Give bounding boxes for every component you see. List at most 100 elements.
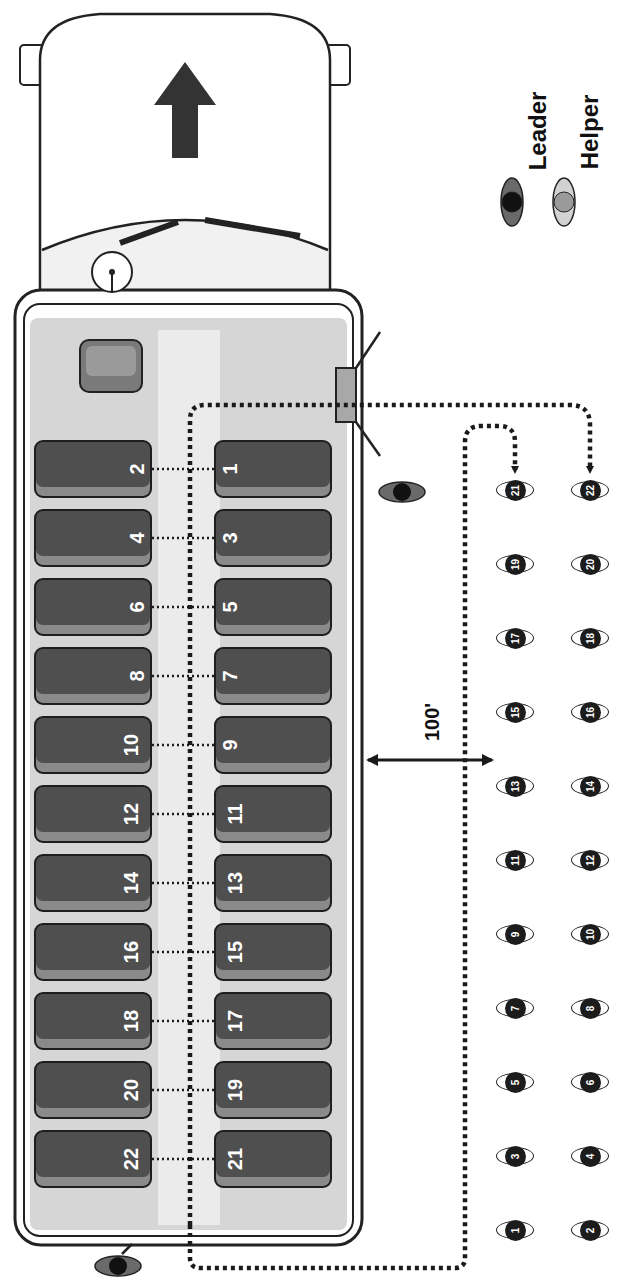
bus-seat: 4	[34, 509, 152, 567]
seat-number: 6	[126, 601, 146, 612]
seat-row-link	[152, 813, 214, 816]
seat-number: 10	[121, 734, 141, 756]
bus-seat: 20	[34, 1061, 152, 1119]
bus-seat: 16	[34, 923, 152, 981]
seat-number: 11	[225, 803, 245, 824]
student-number: 1	[505, 1220, 526, 1241]
student-number: 11	[505, 850, 526, 871]
bus-seat: 14	[34, 854, 152, 912]
student-figure: 8	[571, 999, 609, 1017]
bus-seat: 6	[34, 578, 152, 636]
student-figure: 19	[496, 555, 534, 573]
dimension-arrow	[368, 759, 492, 762]
seat-number: 13	[225, 872, 245, 894]
door-panel	[356, 332, 380, 368]
driver-seat	[86, 346, 136, 376]
student-figure: 10	[571, 925, 609, 943]
student-figure: 16	[571, 703, 609, 721]
student-number: 14	[580, 776, 601, 797]
leader-figure	[393, 483, 411, 501]
bus-seat: 22	[34, 1130, 152, 1188]
seat-row-link	[152, 951, 214, 954]
seat-number: 12	[121, 803, 141, 825]
student-figure: 14	[571, 777, 609, 795]
bus-seat: 3	[214, 509, 332, 567]
walk-path	[190, 426, 515, 1268]
seat-row-link	[152, 675, 214, 678]
seat-row-link	[152, 606, 214, 609]
seat-number: 19	[225, 1079, 245, 1101]
dimension-label: 100'	[421, 701, 444, 743]
seat-number: 14	[121, 872, 141, 894]
bus-seat: 8	[34, 647, 152, 705]
student-figure: 17	[496, 629, 534, 647]
student-number: 15	[505, 702, 526, 723]
student-number: 3	[505, 1146, 526, 1167]
bus-seat: 11	[214, 785, 332, 843]
bus-seat: 5	[214, 578, 332, 636]
student-number: 17	[505, 628, 526, 649]
seat-row-link	[152, 744, 214, 747]
student-number: 7	[505, 998, 526, 1019]
bus-seat: 18	[34, 992, 152, 1050]
seat-number: 7	[220, 670, 240, 681]
student-figure: 9	[496, 925, 534, 943]
direction-arrow	[154, 62, 216, 158]
student-number: 9	[505, 924, 526, 945]
bus-seat: 12	[34, 785, 152, 843]
student-number: 2	[580, 1220, 601, 1241]
wiper	[120, 222, 178, 243]
student-number: 6	[580, 1072, 601, 1093]
walk-path	[190, 405, 590, 1225]
bus-seat: 15	[214, 923, 332, 981]
student-figure: 7	[496, 999, 534, 1017]
student-figure: 21	[496, 481, 534, 499]
seat-number: 20	[121, 1079, 141, 1101]
seat-row-link	[152, 1020, 214, 1023]
seat-number: 17	[225, 1010, 245, 1032]
student-number: 8	[580, 998, 601, 1019]
seat-number: 9	[220, 739, 240, 750]
student-number: 10	[580, 924, 601, 945]
door-panel	[356, 422, 380, 456]
student-figure: 22	[571, 481, 609, 499]
seat-number: 1	[220, 463, 240, 474]
leader-figure	[95, 1256, 141, 1276]
wiper	[205, 220, 300, 236]
bus-seat: 1	[214, 440, 332, 498]
student-figure: 1	[496, 1221, 534, 1239]
seat-number: 5	[220, 601, 240, 612]
student-number: 12	[580, 850, 601, 871]
seat-number: 4	[126, 532, 146, 543]
bus-seat: 2	[34, 440, 152, 498]
seat-number: 18	[121, 1010, 141, 1032]
student-figure: 5	[496, 1073, 534, 1091]
student-figure: 3	[496, 1147, 534, 1165]
student-number: 13	[505, 776, 526, 797]
student-figure: 13	[496, 777, 534, 795]
seat-row-link	[152, 1089, 214, 1092]
bus-hood	[40, 14, 330, 320]
student-figure: 20	[571, 555, 609, 573]
seat-number: 21	[225, 1148, 245, 1170]
bus-seat: 21	[214, 1130, 332, 1188]
bus-seat: 13	[214, 854, 332, 912]
student-number: 18	[580, 628, 601, 649]
student-number: 5	[505, 1072, 526, 1093]
seat-number: 16	[121, 941, 141, 963]
front-door	[336, 368, 356, 422]
seat-row-link	[152, 537, 214, 540]
bus-seat: 9	[214, 716, 332, 774]
seat-number: 3	[220, 532, 240, 543]
bus-seat: 17	[214, 992, 332, 1050]
student-figure: 12	[571, 851, 609, 869]
seat-number: 22	[121, 1148, 141, 1170]
student-figure: 11	[496, 851, 534, 869]
legend-figure	[497, 176, 527, 228]
leader-figure	[379, 482, 425, 502]
seat-row-link	[152, 1158, 214, 1161]
student-figure: 2	[571, 1221, 609, 1239]
bus-seat: 7	[214, 647, 332, 705]
legend-text: Leader	[524, 89, 552, 172]
